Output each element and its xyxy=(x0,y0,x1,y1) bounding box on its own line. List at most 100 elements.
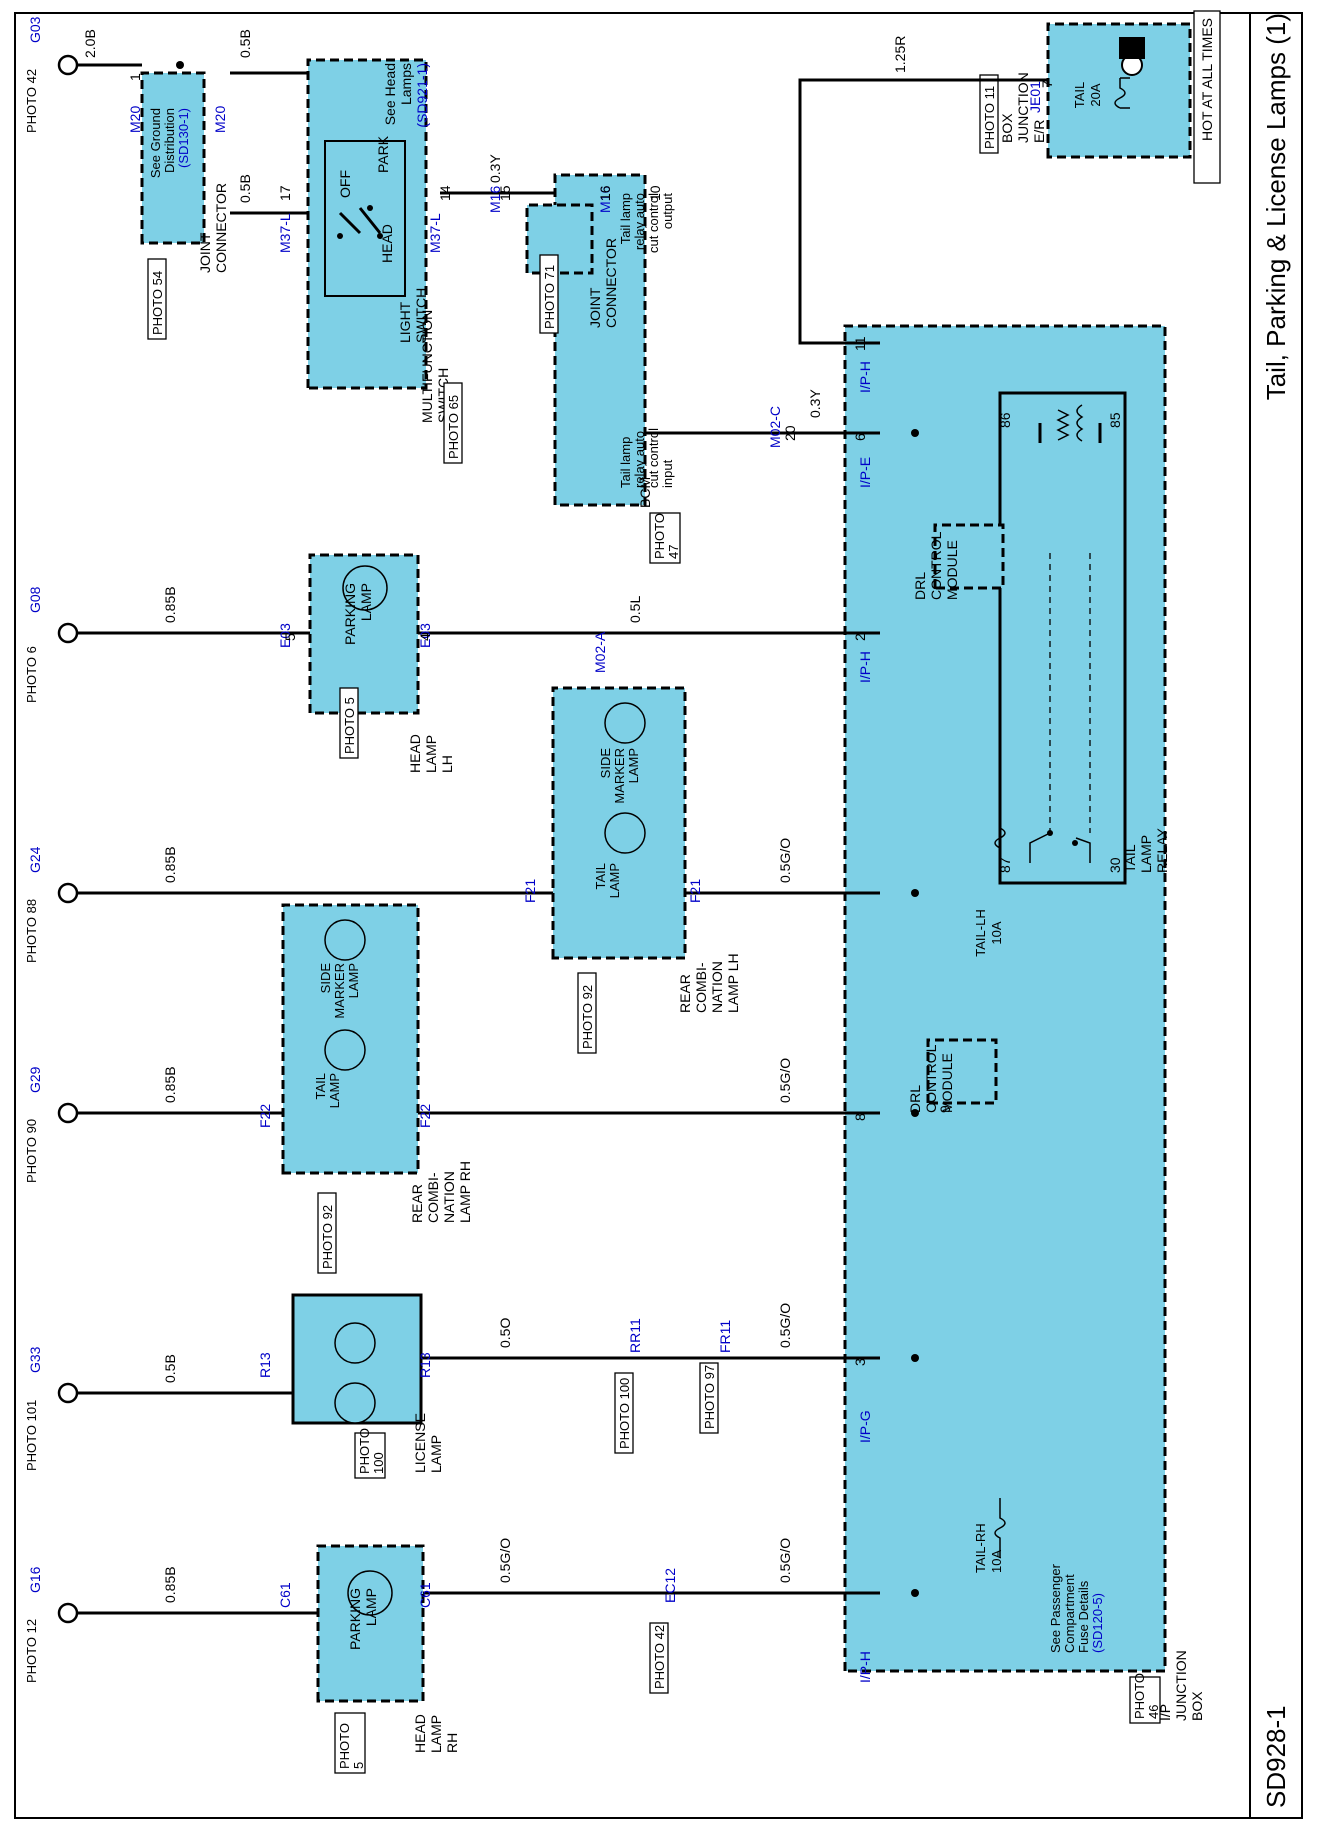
pin-86: 86 xyxy=(997,412,1013,428)
license-photo: PHOTO100 xyxy=(357,1428,386,1474)
junction-dot xyxy=(911,1354,919,1362)
pin-9: 9 xyxy=(937,1105,953,1113)
tail-lamp-lh-icon xyxy=(604,812,646,854)
head-lamp-rh-box xyxy=(316,1544,425,1703)
ip-junction-box xyxy=(843,324,1167,1673)
license-lamp-icon-2 xyxy=(334,1382,376,1424)
pin-5: 5 xyxy=(282,633,298,641)
conn-iph-3: I/P-H xyxy=(857,1651,873,1683)
pin-14: 14 xyxy=(437,185,453,201)
joint1-label: JOINTCONNECTOR xyxy=(587,238,619,328)
joint1-photo-frame xyxy=(539,254,559,334)
side-marker-rh-label: SIDEMARKERLAMP xyxy=(318,963,361,1019)
wire-125r-label: 1.25R xyxy=(892,36,908,73)
parking-lamp-rh-label: PARKINGLAMP xyxy=(347,1588,379,1650)
pin-2: 2 xyxy=(852,633,868,641)
see-passenger-label: See PassengerCompartmentFuse Details(SD1… xyxy=(1048,1563,1105,1653)
rear-lh-photo-frame xyxy=(577,972,597,1054)
conn-f21-1: F21 xyxy=(687,879,703,903)
side-marker-lh-icon xyxy=(604,702,646,744)
tail-lamp-rh-label: TAILLAMP xyxy=(313,1073,342,1108)
pin-85: 85 xyxy=(1107,412,1123,428)
page-frame xyxy=(14,12,1303,1819)
ip-photo: PHOTO46 xyxy=(1132,1673,1161,1719)
side-marker-lh-label: SIDEMARKERLAMP xyxy=(598,748,641,804)
ground-id: G16 xyxy=(27,1566,43,1593)
see-ground-label: See GroundDistribution(SD130-1) xyxy=(148,108,191,178)
pin-30: 30 xyxy=(1107,857,1123,873)
junction-dot xyxy=(176,61,184,69)
conn-m16-2: M16 xyxy=(487,186,503,213)
conn-m37l-1: M37-L xyxy=(427,213,443,253)
wire-label-20b: 2.0B xyxy=(82,29,98,58)
drl-module-1 xyxy=(933,523,1005,590)
conn-m02c: M02-C xyxy=(767,406,783,448)
ground-photo: PHOTO 101 xyxy=(24,1400,39,1471)
wire-label-05go-2: 0.5G/O xyxy=(777,1058,793,1103)
joint2-photo-frame xyxy=(147,258,167,340)
er-photo: PHOTO 11 xyxy=(982,86,997,149)
wire-label-05go-1: 0.5G/O xyxy=(777,838,793,883)
conn-f21-2: F21 xyxy=(522,879,538,903)
conn-m16-1: M16 xyxy=(597,186,613,213)
ground-photo: PHOTO 90 xyxy=(24,1119,39,1183)
fuse-rh-icon xyxy=(994,1498,1006,1558)
license-label: LICENSELAMP xyxy=(412,1413,444,1473)
junction-dot xyxy=(911,1589,919,1597)
side-marker-rh-icon xyxy=(324,919,366,961)
fuse-lh-icon xyxy=(994,818,1006,878)
joint-connector-2 xyxy=(140,71,206,245)
pin-8: 8 xyxy=(852,1113,868,1121)
drl-2-label: DRLCONTROLMODULE xyxy=(907,1044,955,1113)
conn-c61-1: C61 xyxy=(417,1582,433,1608)
conn-ipe: I/P-E xyxy=(857,457,873,488)
bcm-photo: PHOTO47 xyxy=(652,513,681,559)
ground-g29: G29 PHOTO 90 xyxy=(24,1066,79,1183)
relay-coil-leads xyxy=(1038,423,1102,443)
parking-lamp-rh-icon xyxy=(347,1570,393,1616)
page-id: SD928-1 xyxy=(1261,1705,1291,1808)
wire-label-05go-5: 0.5G/O xyxy=(497,1538,513,1583)
ground-icon xyxy=(57,882,79,904)
wire-label-05go-3: 0.5G/O xyxy=(777,1303,793,1348)
bcm-label: BCM xyxy=(637,477,653,508)
conn-fr11: FR11 xyxy=(717,1320,733,1353)
bcm-photo-frame xyxy=(649,512,681,564)
wire-label-085b-3: 0.85B xyxy=(162,1066,178,1103)
conn-r13-2: R13 xyxy=(257,1352,273,1378)
wire-label-05go-4: 0.5G/O xyxy=(777,1538,793,1583)
ground-g24: G24 PHOTO 88 xyxy=(24,846,79,963)
relay-label: TAILLAMPRELAY xyxy=(1122,827,1170,873)
ground-g03: G03 PHOTO 42 xyxy=(24,16,79,133)
rear-rh-photo-frame xyxy=(317,1192,337,1274)
ip-junction-label: I/PJUNCTIONBOX xyxy=(1157,1650,1205,1721)
conn-m20-2: M20 xyxy=(127,106,143,133)
park-label: PARK xyxy=(375,135,391,173)
pin-17: 17 xyxy=(277,185,293,201)
ground-photo: PHOTO 42 xyxy=(24,69,39,133)
wire-label-05b-3: 0.5B xyxy=(237,174,253,203)
pin-6: 6 xyxy=(852,433,868,441)
tail-lamp-lh-label: TAILLAMP xyxy=(593,863,622,898)
switch-dot-3 xyxy=(337,233,343,239)
wire-label-085b-1: 0.85B xyxy=(162,586,178,623)
conn-ec12: EC12 xyxy=(662,1568,678,1603)
fuse-lh-label: TAIL-LH10A xyxy=(973,909,1004,956)
tail-lamp-rh-icon xyxy=(324,1029,366,1071)
conn-iph-2: I/P-H xyxy=(857,651,873,683)
off-label: OFF xyxy=(337,170,353,198)
wire-label-085b-4: 0.85B xyxy=(162,1566,178,1603)
drl-module-2 xyxy=(926,1038,998,1105)
er-junction-box xyxy=(1046,22,1192,159)
joint2-label: JOINTCONNECTOR xyxy=(197,183,229,273)
ground-g08: G08 PHOTO 6 xyxy=(24,586,79,703)
ground-id: G29 xyxy=(27,1066,43,1093)
head-lh-photo: PHOTO 5 xyxy=(342,697,357,754)
ground-id: G33 xyxy=(27,1346,43,1373)
joint2-photo: PHOTO 54 xyxy=(150,271,165,335)
relay-coil-icon xyxy=(1076,404,1084,442)
battery-bar-icon xyxy=(1119,37,1145,59)
ec12-photo: PHOTO 42 xyxy=(652,1625,667,1689)
